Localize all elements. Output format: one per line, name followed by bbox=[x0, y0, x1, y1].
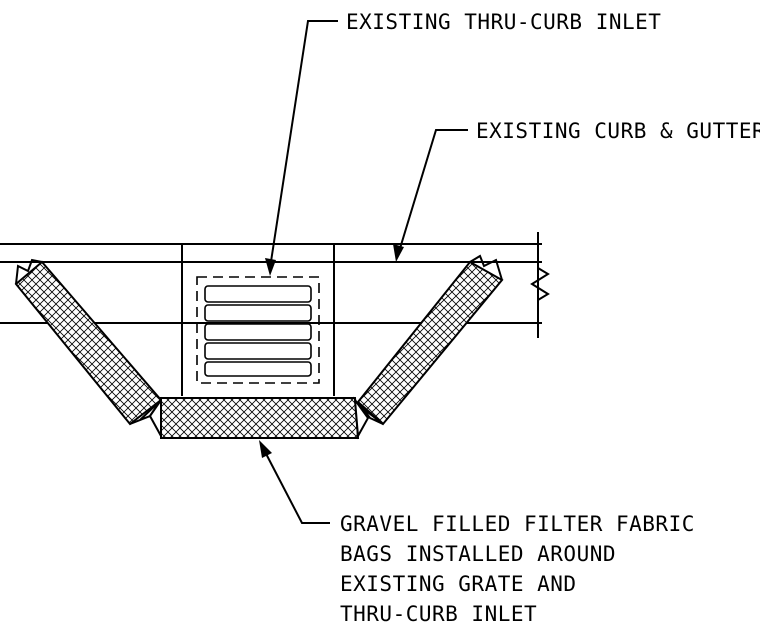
filter-fabric-bags bbox=[14, 254, 504, 440]
label-bags-line-2: BAGS INSTALLED AROUND bbox=[340, 542, 616, 566]
curb-arrowhead bbox=[393, 244, 404, 262]
label-bags-line-4: THRU-CURB INLET bbox=[340, 602, 537, 626]
break-line-symbol bbox=[530, 267, 550, 301]
bags-arrowhead bbox=[259, 440, 272, 458]
bottom-bag-right-tie bbox=[353, 396, 370, 440]
right-bag bbox=[356, 260, 504, 426]
bags-leader bbox=[261, 445, 330, 524]
label-existing-curb: EXISTING CURB & GUTTER bbox=[476, 119, 760, 143]
curb-leader bbox=[397, 129, 468, 256]
label-bags-line-3: EXISTING GRATE AND bbox=[340, 572, 577, 596]
label-existing-inlet: EXISTING THRU-CURB INLET bbox=[346, 10, 661, 34]
label-bags-line-1: GRAVEL FILLED FILTER FABRIC bbox=[340, 512, 695, 536]
thru-curb-inlet bbox=[181, 244, 335, 396]
inlet-leader bbox=[269, 20, 338, 269]
grate-bars bbox=[204, 285, 312, 377]
leader-lines bbox=[259, 20, 468, 524]
right-bag-end bbox=[357, 401, 384, 425]
left-bag-tie bbox=[15, 258, 43, 285]
right-bag-tie bbox=[469, 254, 503, 281]
left-bag bbox=[14, 260, 163, 426]
bottom-bag bbox=[160, 397, 360, 439]
inlet-arrowhead bbox=[265, 258, 276, 276]
grate-outline bbox=[196, 276, 320, 384]
bottom-bag-left-tie bbox=[148, 396, 162, 437]
